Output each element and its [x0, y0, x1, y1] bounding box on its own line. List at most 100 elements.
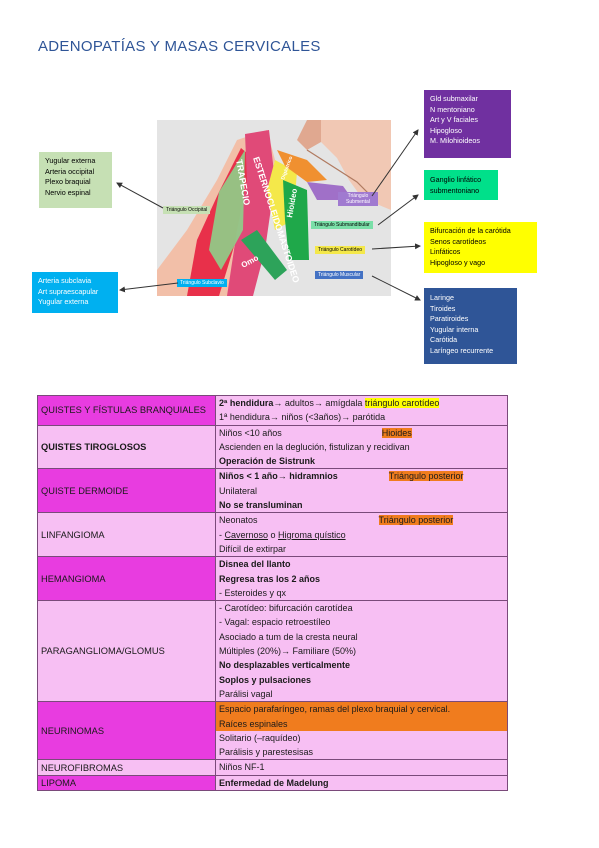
content-line: - Cavernoso o Higroma quístico — [219, 528, 504, 542]
table-row: NEURINOMAS Espacio parafaríngeo, ramas d… — [37, 701, 508, 761]
content-text: Neonatos — [219, 515, 258, 526]
callout-line: Paratiroides — [430, 314, 469, 324]
page-title: ADENOPATÍAS Y MASAS CERVICALES — [38, 38, 321, 55]
highlight-text: Raíces espinales — [216, 716, 507, 731]
row-content: Enfermedad de Madelung — [215, 774, 508, 792]
content-text: - — [219, 529, 225, 540]
callout-line: Ganglio linfático — [430, 175, 482, 184]
callout-line: Laringe — [430, 293, 454, 302]
callout-line: Nervio espinal — [45, 187, 91, 197]
callout-line: Plexo braquial — [45, 177, 91, 187]
content-line: - Vagal: espacio retroestíleo — [219, 617, 331, 628]
content-line: Unilateral — [219, 485, 258, 496]
callout-line: Art y V faciales — [430, 115, 478, 125]
callout-line: submentoniano — [430, 185, 480, 195]
row-name: HEMANGIOMA — [37, 556, 216, 602]
label-triangulo-occipital: Triángulo Occipital — [163, 206, 211, 214]
content-text: → adultos→ amígdala — [273, 398, 365, 408]
content-line: Espacio parafaríngeo, ramas del plexo br… — [216, 702, 507, 717]
content-line: Parálisis y parestesisas — [219, 747, 314, 758]
row-content: Niños < 1 año→ hidramnios Triángulo poste… — [215, 468, 508, 514]
highlight-text: triángulo carotídeo — [364, 398, 440, 408]
arrow-submandibular — [377, 194, 419, 226]
content-line: Niños < 1 año→ hidramnios Triángulo poste… — [219, 469, 504, 483]
content-line: Solitario (–raquídeo) — [219, 732, 301, 743]
row-name: PARAGANGLIOMA/GLOMUS — [37, 600, 216, 703]
content-line: 2ª hendidura→ adultos→ amígdala triángul… — [219, 396, 504, 410]
arrow-carotideo — [371, 243, 421, 250]
callout-submandibular: Ganglio linfático submentoniano — [424, 170, 498, 200]
content-line: 1ª hendidura→ niños (<3años)→ parótida — [219, 412, 386, 423]
content-text: 2ª hendidura — [219, 398, 274, 408]
row-name: QUISTES TIROGLOSOS — [37, 424, 216, 470]
content-line: - Esteroides y qx — [219, 587, 287, 598]
callout-line: Yugular externa — [38, 297, 89, 307]
callout-line: Hipogloso y vago — [430, 257, 486, 267]
content-text: Higroma quístico — [278, 529, 346, 540]
callout-line: Bifurcación de la carótida — [430, 226, 511, 235]
content-text: Niños <10 años — [219, 427, 282, 438]
neck-anatomy-illustration: TRAPECIO ESTERNOCLEIDOMASTOIDEO Omo Hioi… — [157, 120, 391, 296]
row-name: LIPOMA — [37, 774, 216, 792]
callout-line: Linfáticos — [430, 247, 461, 257]
content-line: Parálisi vagal — [219, 688, 273, 699]
callout-line: Tiroides — [430, 303, 456, 313]
content-line: - Carotídeo: bifurcación carotídea — [219, 603, 353, 614]
table-row: LIPOMA Enfermedad de Madelung — [37, 774, 508, 792]
table-row: PARAGANGLIOMA/GLOMUS - Carotídeo: bifurc… — [37, 600, 508, 703]
row-content: Neonatos Triángulo posterior - Cavernoso … — [215, 512, 508, 558]
row-name: LINFANGIOMA — [37, 512, 216, 558]
callout-line: Carótida — [430, 335, 458, 345]
callout-line: N mentoniano — [430, 104, 475, 114]
callout-muscular: Laringe Tiroides Paratiroides Yugular in… — [424, 288, 517, 364]
callout-submental: Gld submaxilar N mentoniano Art y V faci… — [424, 90, 511, 158]
row-name: QUISTE DERMOIDE — [37, 468, 216, 514]
callout-line: Art supraescapular — [38, 286, 99, 296]
content-line: Raíces espinales — [216, 716, 507, 731]
highlight-text: Triángulo posterior — [378, 515, 454, 526]
content-line: No desplazables verticalmente — [219, 660, 351, 671]
content-line: No se transluminan — [219, 500, 303, 511]
row-content: Disnea del llanto Regresa tras los 2 año… — [215, 556, 508, 602]
table-row: QUISTES Y FÍSTULAS BRANQUIALES 2ª hendid… — [37, 395, 508, 426]
content-line: Enfermedad de Madelung — [219, 777, 329, 788]
arrow-submental — [371, 129, 419, 197]
callout-line: Yugular interna — [430, 324, 479, 334]
table-row: HEMANGIOMA Disnea del llanto Regresa tra… — [37, 556, 508, 602]
callout-line: Arteria subclavia — [38, 276, 92, 285]
callout-line: Hipogloso — [430, 125, 462, 135]
row-content: 2ª hendidura→ adultos→ amígdala triángul… — [215, 395, 508, 426]
content-line: Ascienden en la deglución, fistulizan y … — [219, 441, 410, 452]
arrow-occipital — [116, 182, 164, 209]
content-line: Soplos y pulsaciones — [219, 674, 312, 685]
content-line: Niños NF-1 — [219, 762, 265, 773]
callout-carotideo: Bifurcación de la carótida Senos carotíd… — [424, 222, 537, 273]
callout-line: Senos carotídeos — [430, 236, 486, 246]
row-name: NEURINOMAS — [37, 701, 216, 761]
content-text: Cavernoso — [224, 529, 269, 540]
content-text: o — [268, 529, 279, 540]
label-triangulo-carotideo: Triángulo Carotídeo — [315, 246, 366, 254]
row-content: Niños NF-1 — [215, 759, 508, 776]
label-triangulo-muscular: Triángulo Muscular — [315, 271, 364, 279]
content-text: Niños < 1 año→ hidramnios — [219, 471, 338, 482]
callout-occipital: Yugular externa Arteria occipital Plexo … — [39, 152, 112, 208]
label-triangulo-submandibular: Triángulo Submandibular — [311, 221, 373, 229]
arrow-muscular — [371, 275, 421, 301]
content-line: Asociado a tum de la cresta neural — [219, 631, 358, 642]
callout-subclavio: Arteria subclavia Art supraescapular Yug… — [32, 272, 118, 313]
highlight-text: Espacio parafaríngeo, ramas del plexo br… — [216, 702, 507, 717]
callout-line: Arteria occipital — [45, 166, 95, 176]
content-line: Disnea del llanto — [219, 559, 291, 570]
table-row: QUISTE DERMOIDE Niños < 1 año→ hidramnio… — [37, 468, 508, 514]
content-line: Múltiples (20%)→ Familiare (50%) — [219, 646, 357, 657]
highlight-text: Triángulo posterior — [388, 471, 464, 482]
callout-line: Yugular externa — [45, 156, 96, 165]
callout-line: Laríngeo recurrente — [430, 345, 494, 355]
row-name: QUISTES Y FÍSTULAS BRANQUIALES — [37, 395, 216, 426]
table-row: LINFANGIOMA Neonatos Triángulo posterior … — [37, 512, 508, 558]
row-content: - Carotídeo: bifurcación carotídea - Vag… — [215, 600, 508, 703]
